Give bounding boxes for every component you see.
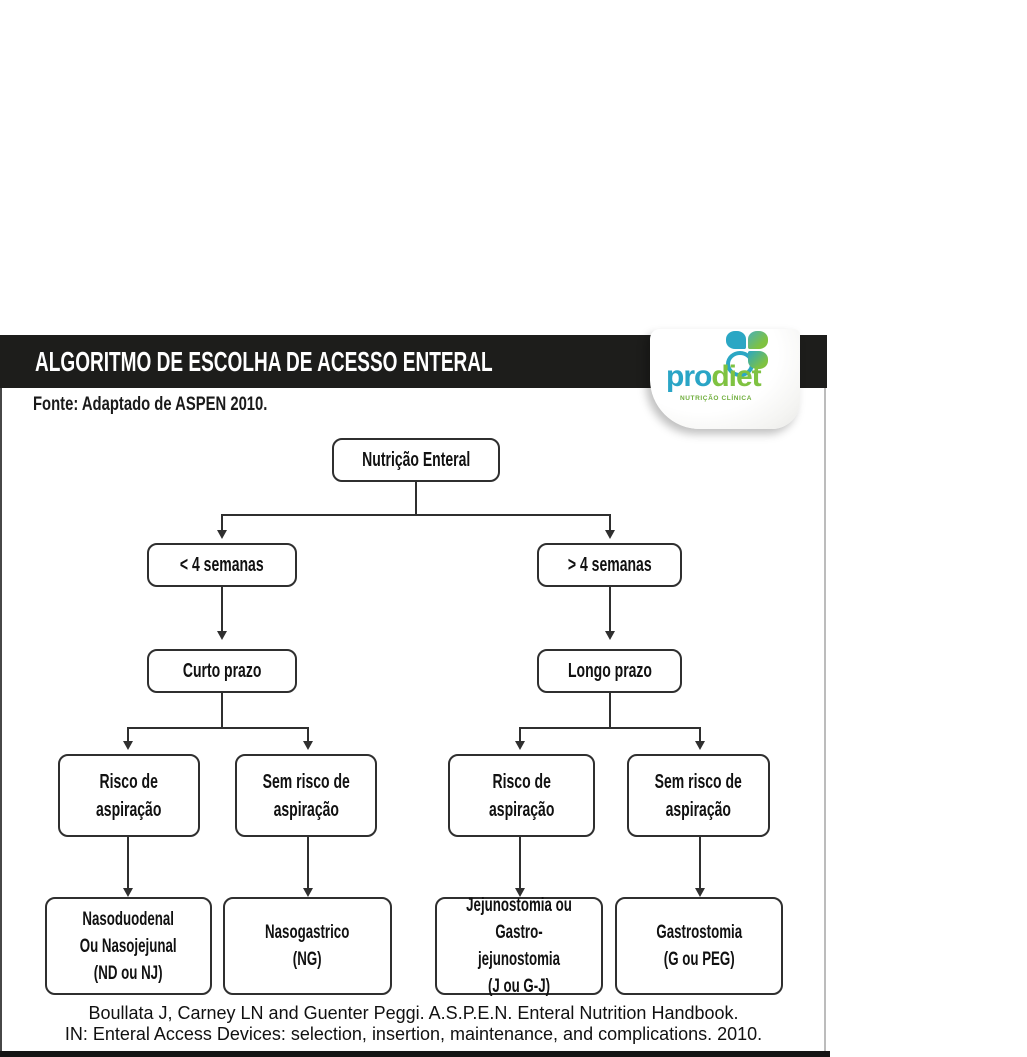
logo-leaf-bottom-right-icon bbox=[748, 351, 768, 369]
panel-left-border bbox=[0, 388, 2, 1051]
connector-to-mais4 bbox=[609, 514, 611, 530]
panel-bottom-border bbox=[0, 1051, 830, 1057]
connector-to-curto bbox=[221, 587, 223, 631]
node-sem-risco-aspiracao-curto: Sem risco de aspiração bbox=[235, 754, 377, 837]
connector-to-risco-longo bbox=[519, 727, 521, 741]
connector-longo-branch bbox=[519, 727, 701, 729]
wordmark-diet: diet bbox=[711, 360, 761, 393]
arrowhead-down bbox=[695, 741, 705, 750]
connector-to-sem-risco-curto bbox=[307, 727, 309, 741]
connector-to-longo bbox=[609, 587, 611, 631]
connector-to-jejunostomia bbox=[519, 837, 521, 888]
page-title: ALGORITMO DE ESCOLHA DE ACESSO ENTERAL bbox=[35, 346, 493, 377]
arrowhead-down bbox=[605, 631, 615, 640]
wordmark-pro: pro bbox=[666, 360, 712, 393]
node-mais-4-semanas: > 4 semanas bbox=[537, 543, 682, 587]
arrowhead-down bbox=[303, 888, 313, 897]
connector-to-nasoduodenal bbox=[127, 837, 129, 888]
connector-root-branch bbox=[221, 514, 611, 516]
node-nutricao-enteral: Nutrição Enteral bbox=[332, 438, 500, 482]
arrowhead-down bbox=[605, 530, 615, 539]
connector-longo-stem bbox=[609, 693, 611, 727]
node-curto-prazo: Curto prazo bbox=[147, 649, 297, 693]
prodiet-logo-icon bbox=[726, 331, 770, 377]
connector-curto-branch bbox=[127, 727, 309, 729]
node-nasoduodenal: Nasoduodenal Ou Nasojejunal (ND ou NJ) bbox=[45, 897, 212, 995]
node-gastrostomia: Gastrostomia (G ou PEG) bbox=[615, 897, 783, 995]
citation-line-2: IN: Enteral Access Devices: selection, i… bbox=[64, 1024, 763, 1044]
node-risco-aspiracao-longo: Risco de aspiração bbox=[448, 754, 595, 837]
source-note: Fonte: Adaptado de ASPEN 2010. bbox=[33, 394, 268, 415]
node-menos-4-semanas: < 4 semanas bbox=[147, 543, 297, 587]
arrowhead-down bbox=[123, 888, 133, 897]
connector-to-menos4 bbox=[221, 514, 223, 530]
connector-to-sem-risco-longo bbox=[699, 727, 701, 741]
node-longo-prazo: Longo prazo bbox=[537, 649, 682, 693]
panel-right-border bbox=[824, 388, 826, 1051]
logo-tagline: NUTRIÇÃO CLÍNICA bbox=[679, 395, 753, 402]
prodiet-logo-badge: prodiet NUTRIÇÃO CLÍNICA bbox=[650, 329, 800, 429]
arrowhead-down bbox=[303, 741, 313, 750]
node-jejunostomia: Jejunostomia ou Gastro-jejunostomia (J o… bbox=[435, 895, 603, 997]
arrowhead-down bbox=[217, 530, 227, 539]
arrowhead-down bbox=[695, 888, 705, 897]
arrowhead-down bbox=[217, 631, 227, 640]
connector-curto-stem bbox=[221, 693, 223, 727]
connector-to-nasogastrico bbox=[307, 837, 309, 888]
citation-line-1: Boullata J, Carney LN and Guenter Peggi.… bbox=[88, 1003, 739, 1023]
prodiet-wordmark: prodiet bbox=[666, 360, 762, 393]
logo-leaf-top-left-icon bbox=[726, 331, 746, 349]
arrowhead-down bbox=[123, 741, 133, 750]
logo-leaf-top-right-icon bbox=[748, 331, 768, 349]
node-risco-aspiracao-curto: Risco de aspiração bbox=[58, 754, 200, 837]
node-sem-risco-aspiracao-longo: Sem risco de aspiração bbox=[627, 754, 770, 837]
connector-root-stem bbox=[415, 482, 417, 514]
arrowhead-down bbox=[515, 741, 525, 750]
node-nasogastrico: Nasogastrico (NG) bbox=[223, 897, 392, 995]
citation: Boullata J, Carney LN and Guenter Peggi.… bbox=[0, 1003, 827, 1045]
connector-to-risco-curto bbox=[127, 727, 129, 741]
connector-to-gastrostomia bbox=[699, 837, 701, 888]
arrowhead-down bbox=[515, 888, 525, 897]
